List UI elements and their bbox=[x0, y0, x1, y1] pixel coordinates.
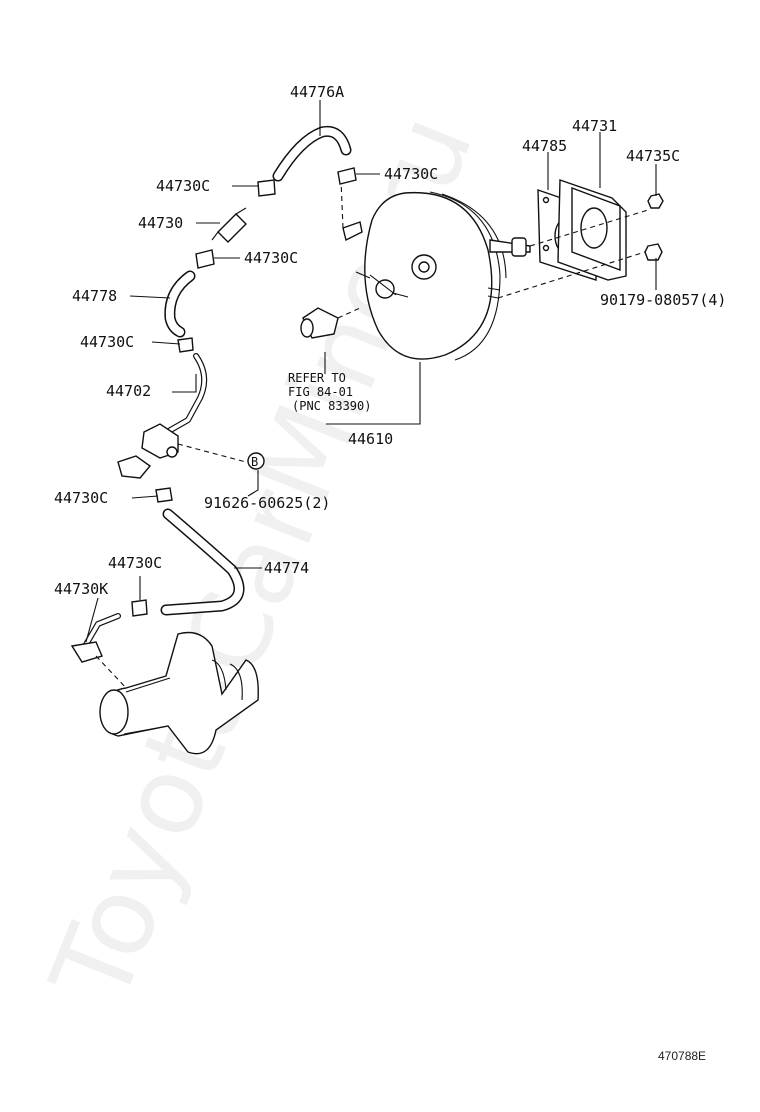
label-44731: 44731 bbox=[572, 117, 617, 135]
pressure-switch-icon bbox=[300, 307, 361, 339]
label-44730C-left: 44730C bbox=[80, 333, 134, 351]
label-91626-60625: 91626-60625(2) bbox=[204, 494, 330, 512]
refer-line-1: REFER TO bbox=[288, 371, 346, 385]
part-labels: 44776A 44730C 44731 44785 44735C 44730C … bbox=[54, 83, 726, 598]
figure-code: 470788E bbox=[658, 1049, 706, 1063]
callout-letter: B bbox=[251, 455, 258, 469]
vacuum-pipe-icon bbox=[117, 353, 247, 479]
label-44774: 44774 bbox=[264, 559, 309, 577]
refer-line-3: (PNC 83390) bbox=[292, 399, 371, 413]
check-valve-icon bbox=[211, 207, 247, 243]
label-44702: 44702 bbox=[106, 382, 151, 400]
label-44610: 44610 bbox=[348, 430, 393, 448]
label-44730C-upper: 44730C bbox=[156, 177, 210, 195]
flange-nut-icon bbox=[644, 243, 663, 261]
label-44776A: 44776A bbox=[290, 83, 344, 101]
hose-clip-icon bbox=[131, 167, 357, 617]
label-44778: 44778 bbox=[72, 287, 117, 305]
refer-line-2: FIG 84-01 bbox=[288, 385, 353, 399]
label-90179-08057: 90179-08057(4) bbox=[600, 291, 726, 309]
label-44730: 44730 bbox=[138, 214, 183, 232]
nut-icon bbox=[647, 193, 664, 209]
label-44730C-lower: 44730C bbox=[54, 489, 108, 507]
vacuum-hose-icon bbox=[160, 508, 245, 616]
leader-lines bbox=[85, 100, 657, 643]
vacuum-hose-icon bbox=[272, 125, 352, 182]
vacuum-hose-icon bbox=[164, 270, 196, 338]
master-cylinder-icon bbox=[99, 631, 259, 755]
callout-b: B bbox=[247, 452, 265, 470]
label-44730C-bottom: 44730C bbox=[108, 554, 162, 572]
label-44730C-mid: 44730C bbox=[244, 249, 298, 267]
spacer-icon bbox=[557, 179, 627, 281]
brake-booster-icon bbox=[340, 179, 531, 361]
label-44785: 44785 bbox=[522, 137, 567, 155]
label-44730K: 44730K bbox=[54, 580, 108, 598]
label-44730C-booster: 44730C bbox=[384, 165, 438, 183]
union-fitting-icon bbox=[70, 613, 129, 691]
label-44735C: 44735C bbox=[626, 147, 680, 165]
